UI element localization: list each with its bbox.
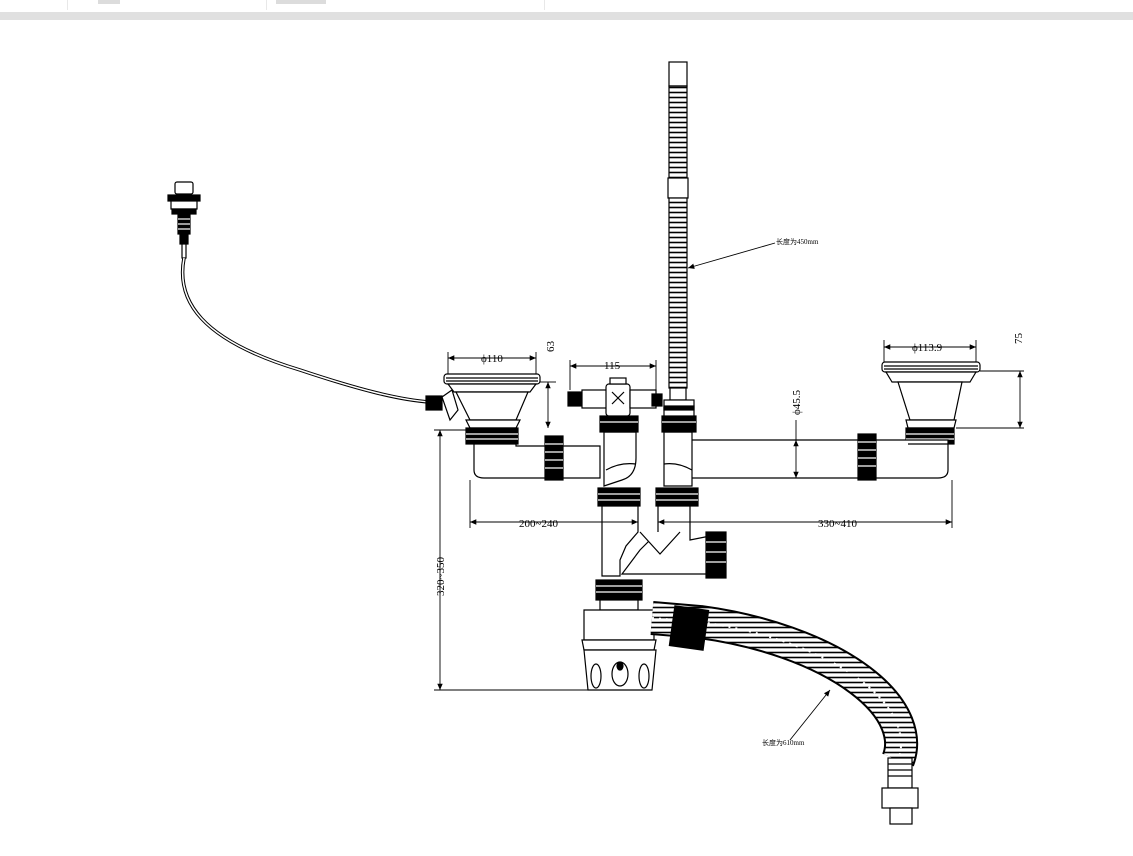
overflow-cross-fitting: [567, 377, 663, 417]
dim-strainer-height-63: 63: [545, 341, 557, 353]
bottle-trap: [581, 599, 657, 691]
dim-pipe-diameter: ϕ45.5: [791, 389, 803, 415]
toolbar-divider: [266, 0, 267, 10]
control-cable: [180, 257, 431, 404]
popup-control-knob: [167, 181, 201, 259]
toolbar-divider: [67, 0, 68, 10]
y-branch-connector: [595, 505, 727, 601]
header-band: [0, 12, 1133, 20]
toolbar-strip: [0, 0, 1133, 12]
dim-left-span: 200~240: [519, 518, 558, 530]
central-tee-fittings: [597, 415, 699, 507]
toolbar-divider: [544, 0, 545, 10]
dim-total-height: 320~350: [435, 557, 447, 596]
dim-strainer-height-75: 75: [1013, 333, 1025, 345]
dim-right-strainer-diameter: ϕ113.9: [912, 342, 943, 354]
note-overflow-hose-length: 长度为450mm: [776, 237, 819, 246]
drain-hose: [650, 601, 919, 825]
overflow-hose: [663, 61, 695, 417]
left-connection-pipe: [473, 435, 601, 481]
dim-left-strainer-diameter: ϕ110: [481, 353, 503, 365]
dim-width-115: 115: [604, 360, 621, 372]
toolbar-tab[interactable]: [276, 0, 326, 4]
right-sink-strainer: [881, 361, 981, 445]
left-sink-strainer: [425, 373, 541, 445]
right-connection-pipe: [679, 433, 949, 481]
dimension-lines: [434, 242, 1024, 741]
dim-right-span: 330~410: [818, 518, 857, 530]
note-drain-hose-length: 长度为610mm: [762, 738, 805, 747]
toolbar-tab[interactable]: [98, 0, 120, 4]
